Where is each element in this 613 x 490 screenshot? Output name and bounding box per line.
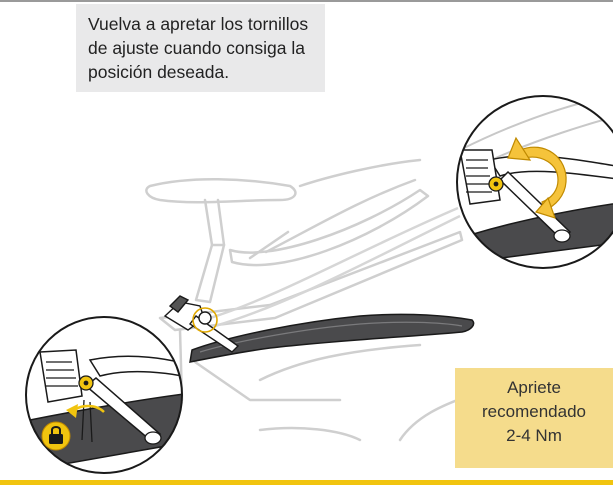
torque-callout: Apriete recomendado 2-4 Nm — [455, 368, 613, 468]
instruction-text: Vuelva a apretar los tornillos de ajuste… — [88, 14, 309, 82]
lock-icon — [41, 421, 71, 451]
zoom-detail-top — [456, 95, 613, 269]
torque-line-2: recomendado — [482, 402, 586, 421]
seatpost-clamp — [163, 295, 240, 353]
fender-arm — [209, 206, 461, 328]
bottom-accent-bar — [0, 480, 613, 485]
highlight-circle — [192, 307, 218, 333]
bike-frame-background — [145, 158, 472, 442]
instruction-box: Vuelva a apretar los tornillos de ajuste… — [76, 4, 325, 92]
mudguard — [189, 313, 475, 363]
torque-line-1: Apriete — [507, 378, 561, 397]
top-rule — [0, 0, 613, 2]
rotate-arrow-icon — [507, 136, 567, 219]
torque-value: 2-4 Nm — [506, 426, 562, 445]
torque-box-bg — [455, 368, 613, 468]
